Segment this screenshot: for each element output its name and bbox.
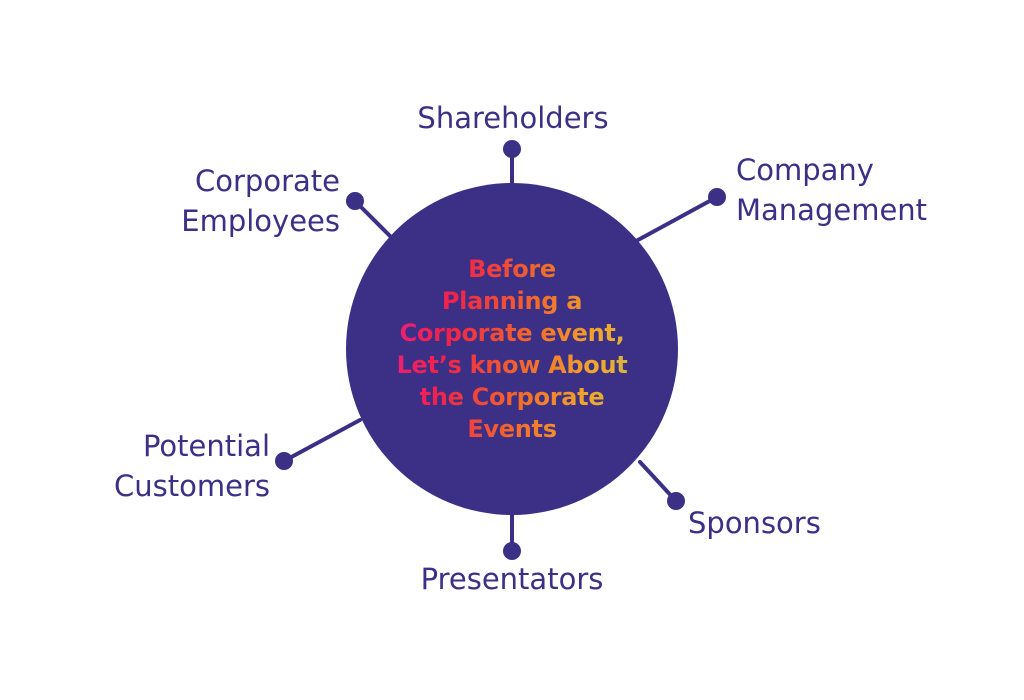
node-dot-sponsors bbox=[667, 492, 685, 510]
label-presentators: Presentators bbox=[420, 562, 604, 596]
node-dot-corporate-employees bbox=[346, 192, 364, 210]
node-dot-potential-customers bbox=[275, 452, 293, 470]
label-potential-customers: Potential Customers bbox=[114, 429, 270, 503]
connector-potential-customers bbox=[282, 418, 362, 463]
label-sponsors: Sponsors bbox=[688, 506, 821, 540]
center-hub-text: Before Planning a Corporate event, Let’s… bbox=[362, 253, 662, 445]
label-shareholders: Shareholders bbox=[417, 101, 609, 135]
node-dot-company-management bbox=[708, 188, 726, 206]
node-dot-shareholders bbox=[503, 140, 521, 158]
label-corporate-employees: Corporate Employees bbox=[181, 164, 340, 238]
node-dot-presentators bbox=[503, 542, 521, 560]
center-hub-circle: Before Planning a Corporate event, Let’s… bbox=[346, 183, 678, 515]
label-company-management: Company Management bbox=[736, 153, 928, 227]
connector-company-management bbox=[636, 195, 719, 242]
